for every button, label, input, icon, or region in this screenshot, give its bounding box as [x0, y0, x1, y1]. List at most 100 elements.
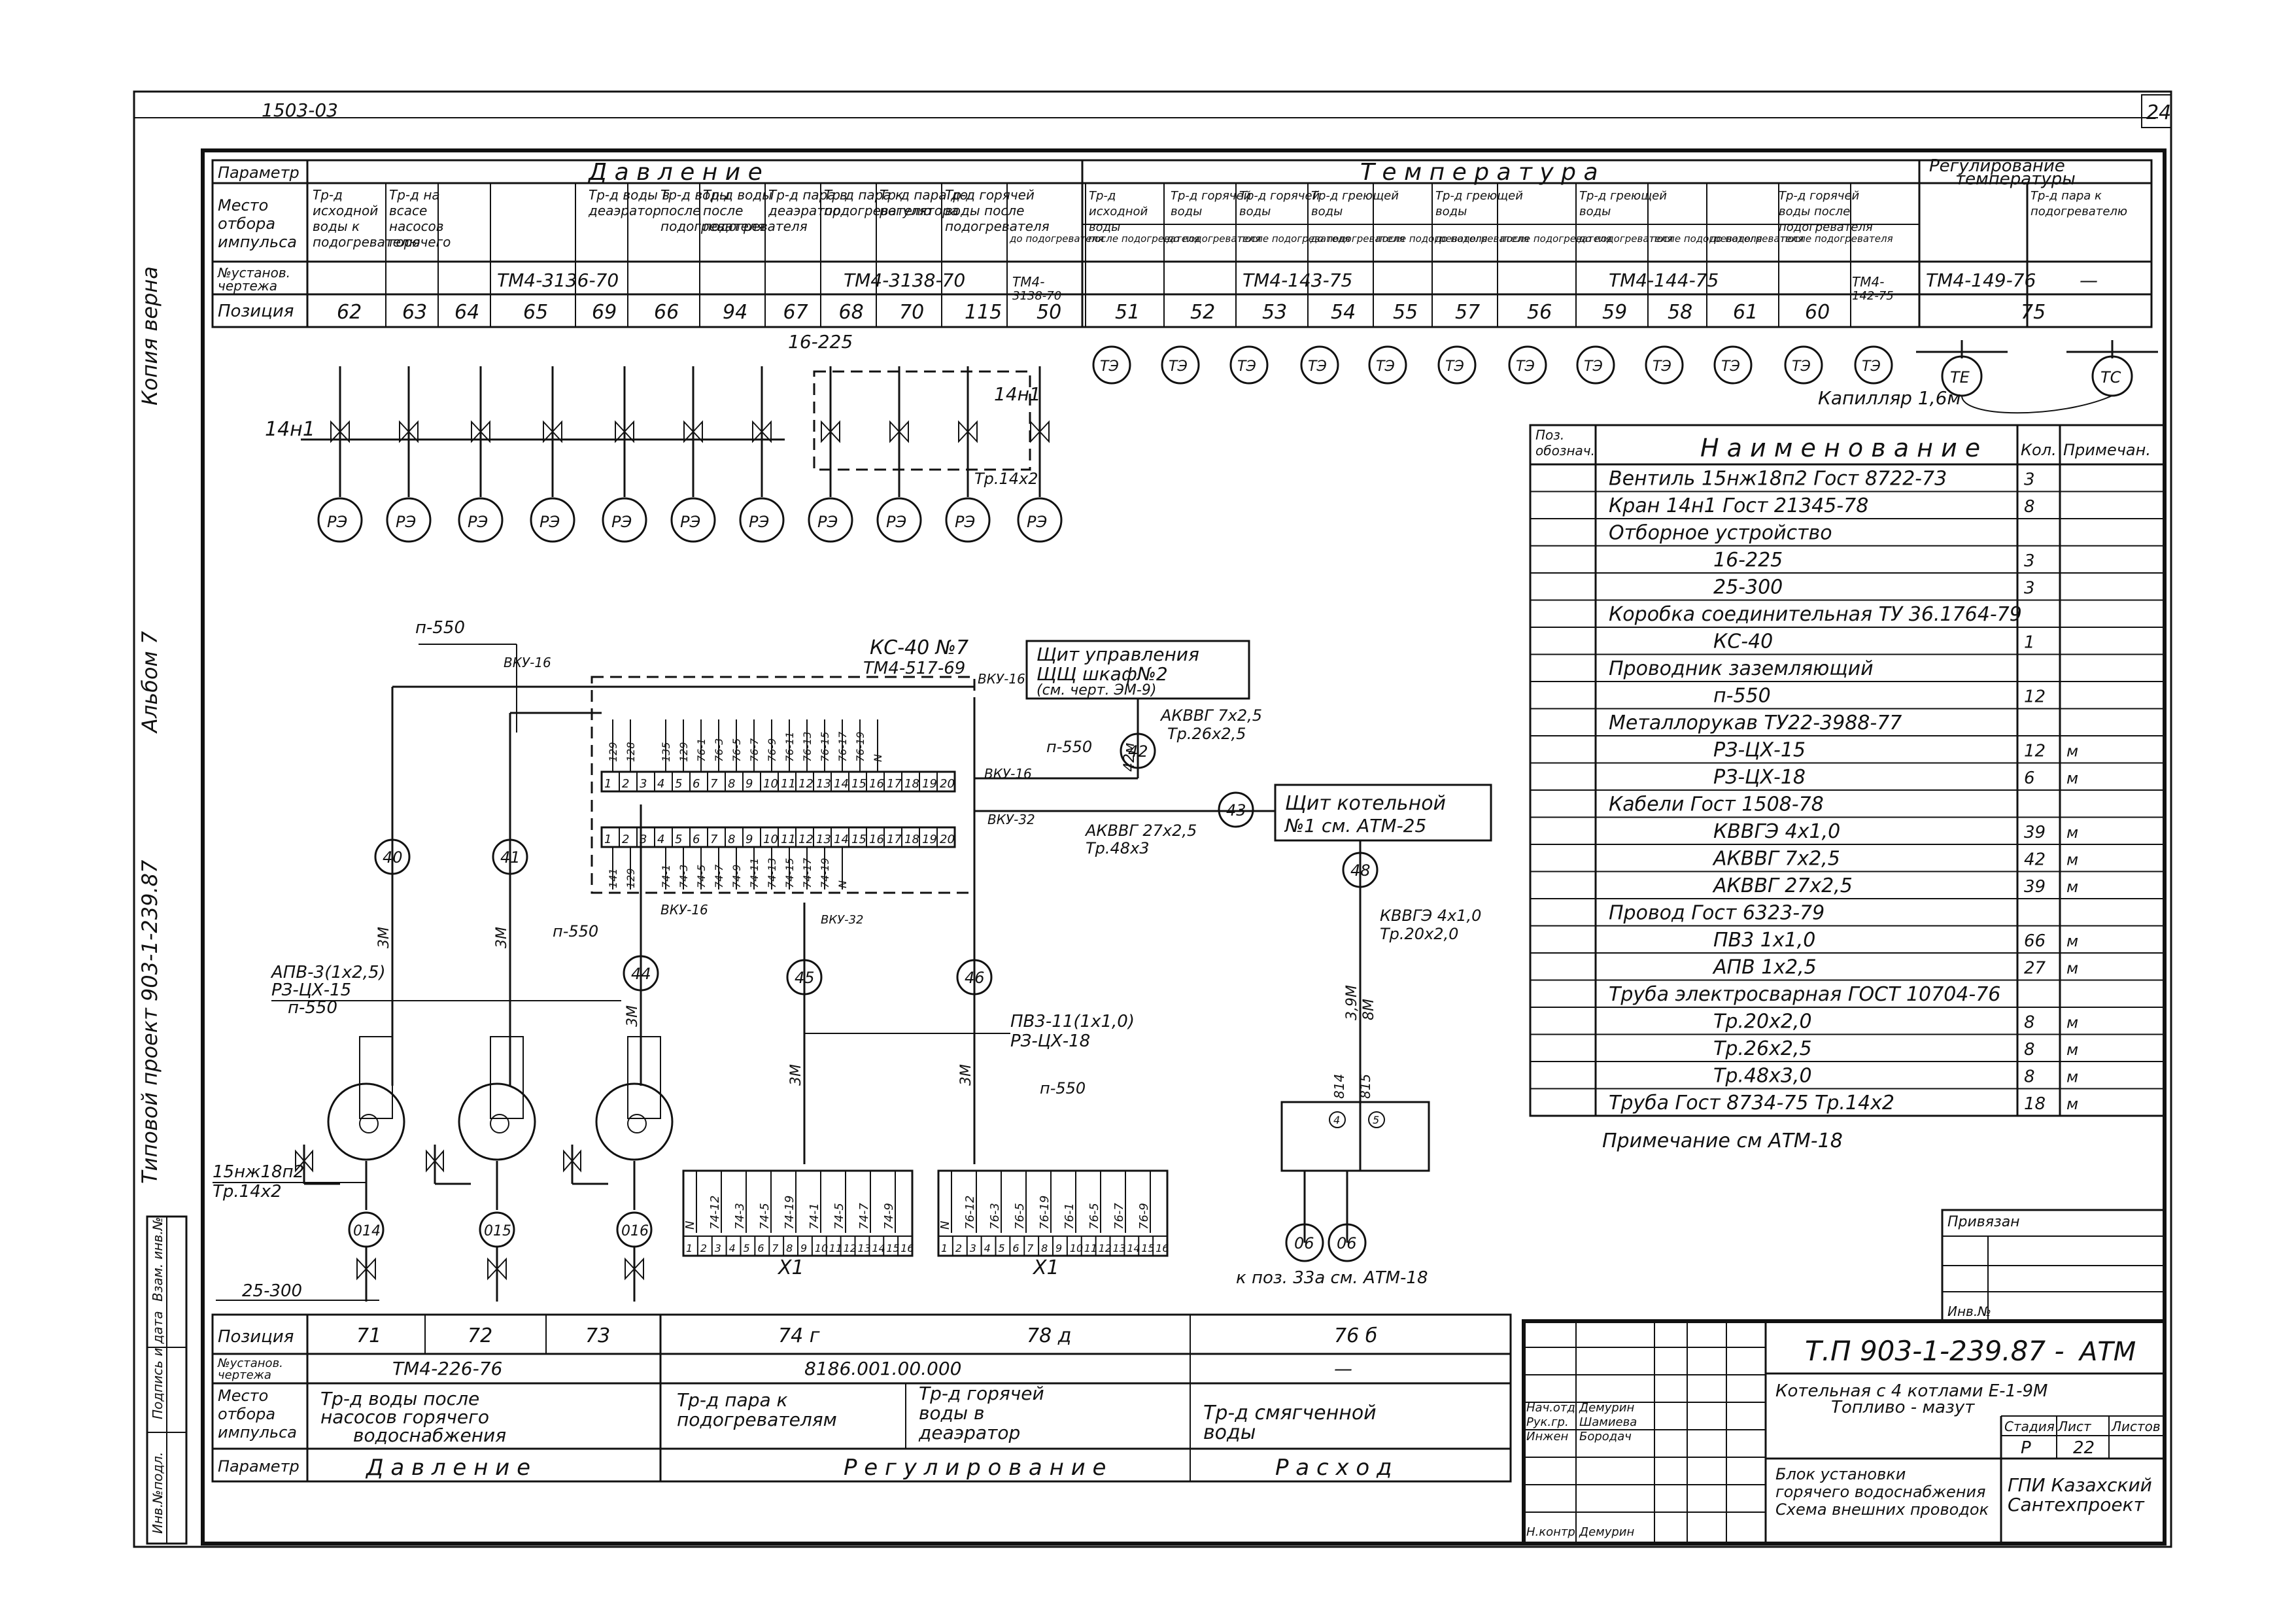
- pressure-gauge-icon: [602, 497, 647, 543]
- junction-node-icon: [956, 959, 993, 995]
- title-line-1: Котельная с 4 котлами Е-1-9М: [1775, 1381, 2048, 1401]
- valve-icon: [563, 1149, 581, 1173]
- gauge-label-3: РЭ: [468, 513, 488, 531]
- x1-wire-tag: 74-5: [758, 1203, 772, 1230]
- junction-node-label: 42: [1128, 742, 1148, 761]
- vku16-label-d: ВКУ-16: [660, 902, 708, 918]
- position-57: 57: [1455, 301, 1480, 324]
- drawing-4: ТМ4-143-75: [1242, 269, 1352, 291]
- terminal-box: [591, 676, 976, 894]
- bottom-position-5: 78 д: [1027, 1324, 1071, 1347]
- position-55: 55: [1393, 301, 1418, 324]
- x1-wire-tag: 76-5: [1088, 1203, 1101, 1230]
- bottom-position-1: 71: [356, 1324, 381, 1347]
- wire-tag-a: 76-15: [819, 732, 831, 763]
- thermo-sensor-icon: [1368, 345, 1407, 385]
- terminal-number: 16: [869, 833, 884, 846]
- position-67: 67: [783, 301, 808, 324]
- drawing-7: ТМ4-149-76: [1926, 269, 2036, 291]
- transducer-label: 014: [353, 1223, 381, 1239]
- pump-sensor-core-icon: [490, 1114, 509, 1133]
- side-copy: Копия верна: [137, 266, 162, 406]
- bottom-drawing-1: ТМ4-226-76: [392, 1358, 502, 1379]
- bottom-position-6: 76 б: [1334, 1324, 1377, 1347]
- x1-term-number: 13: [1113, 1242, 1126, 1254]
- sub-place-5: до подогревателя: [1310, 233, 1405, 245]
- gauge-label-11: РЭ: [1027, 513, 1047, 531]
- bottom-param-pressure: Д а в л е н и е: [365, 1455, 530, 1481]
- spec-row-note: м: [2066, 769, 2078, 787]
- rz18-label: РЗ-ЦХ-18: [1010, 1031, 1090, 1051]
- position-75: 75: [2021, 301, 2046, 324]
- bottom-drawing-3: —: [1334, 1358, 1352, 1379]
- drawing-5: ТМ4-144-75: [1609, 269, 1719, 291]
- corner-box: [2141, 94, 2172, 128]
- junction-node-icon: [492, 838, 528, 875]
- gauge-label-9: РЭ: [886, 513, 906, 531]
- inventory-label: Инв.№: [1947, 1304, 1991, 1319]
- top-label-place: Место: [218, 196, 268, 215]
- sub-place-11: до подогревателя: [1709, 233, 1804, 245]
- stamp-frame: [1522, 1319, 2167, 1546]
- x1-wire-tag: 76-19: [1038, 1196, 1052, 1230]
- wire-tag-b: N: [836, 880, 849, 888]
- pressure-gauge-icon: [317, 497, 363, 543]
- x1-term-number: 12: [844, 1242, 857, 1254]
- spec-footnote: Примечание см АТМ-18: [1602, 1130, 1843, 1152]
- thermo-label-7: ТЭ: [1516, 358, 1535, 375]
- stage-header-2: Лист: [2057, 1419, 2092, 1434]
- place-12: Тр-д горячей: [1239, 189, 1320, 203]
- terminal-number: 18: [904, 833, 919, 846]
- place-16: Тр-д горячей: [1779, 189, 1860, 203]
- terminal-number: 7: [710, 833, 718, 846]
- wire-tag-a: 128: [625, 742, 637, 762]
- sub-place-3: до подогревателя: [1166, 233, 1261, 245]
- pv3-label: ПВ3-11(1х1,0): [1010, 1012, 1135, 1031]
- bottom-position-2: 72: [468, 1324, 492, 1347]
- spec-row-name: Отборное устройство: [1609, 522, 1832, 545]
- drawing-3b: 3138-70: [1012, 289, 1061, 303]
- x1-term-number: 10: [1070, 1242, 1083, 1254]
- bottom-label-drawing: №установ.: [217, 1356, 283, 1370]
- place-15: Тр-д греющей: [1579, 189, 1667, 203]
- wire-tag-b: 74-5: [695, 865, 708, 888]
- drawing-6b: 142-75: [1852, 289, 1894, 303]
- terminal-number: 2: [622, 777, 629, 791]
- x1-wire-tag: 76-12: [963, 1196, 977, 1230]
- place-8: Тр-д пара до: [880, 187, 968, 203]
- wire-tag-b: 74-11: [748, 858, 761, 889]
- place-5: подогревателя: [703, 218, 808, 234]
- outer-frame: [133, 90, 2172, 1548]
- top-label-position: Позиция: [218, 302, 294, 321]
- spec-row-name: 25-300: [1713, 576, 1783, 599]
- valve-type-label: 15нж18п2: [213, 1162, 304, 1182]
- thermo-sensor-icon: [1784, 345, 1823, 385]
- spec-row-qty: 42: [2024, 850, 2046, 870]
- spec-row-qty: 12: [2024, 687, 2046, 707]
- pressure-gauge-icon: [530, 497, 575, 543]
- group-regulation: Регулирование: [1929, 156, 2065, 176]
- signer-name: Бородач: [1579, 1430, 1632, 1443]
- bottom-table-frame: [211, 1313, 1512, 1483]
- terminal-point-label: 4: [1333, 1114, 1340, 1126]
- x1-term-number: 1: [686, 1242, 693, 1254]
- place-13: Тр-д греющей: [1311, 189, 1399, 203]
- drawing-8: —: [2080, 269, 2098, 291]
- spec-row-name: Тр.26х2,5: [1713, 1037, 1812, 1060]
- gauge-label-2: РЭ: [396, 513, 416, 531]
- position-58: 58: [1668, 301, 1692, 324]
- gauge-label-7: РЭ: [749, 513, 769, 531]
- wire-tag-a: N: [872, 754, 884, 762]
- wire-tag-b: 74-19: [819, 858, 831, 889]
- box-mark-2: 815: [1358, 1074, 1373, 1099]
- x1-term-number: 14: [1127, 1242, 1140, 1254]
- bottom-place-3b: воды в: [919, 1402, 985, 1424]
- role-label: Рук.гр.: [1526, 1415, 1569, 1429]
- thermo-label-5: ТЭ: [1376, 358, 1395, 375]
- x1-wire-tag: 74-7: [857, 1203, 871, 1230]
- wire-mark-5: 3М: [958, 1064, 974, 1086]
- junction-node-icon: [374, 838, 411, 875]
